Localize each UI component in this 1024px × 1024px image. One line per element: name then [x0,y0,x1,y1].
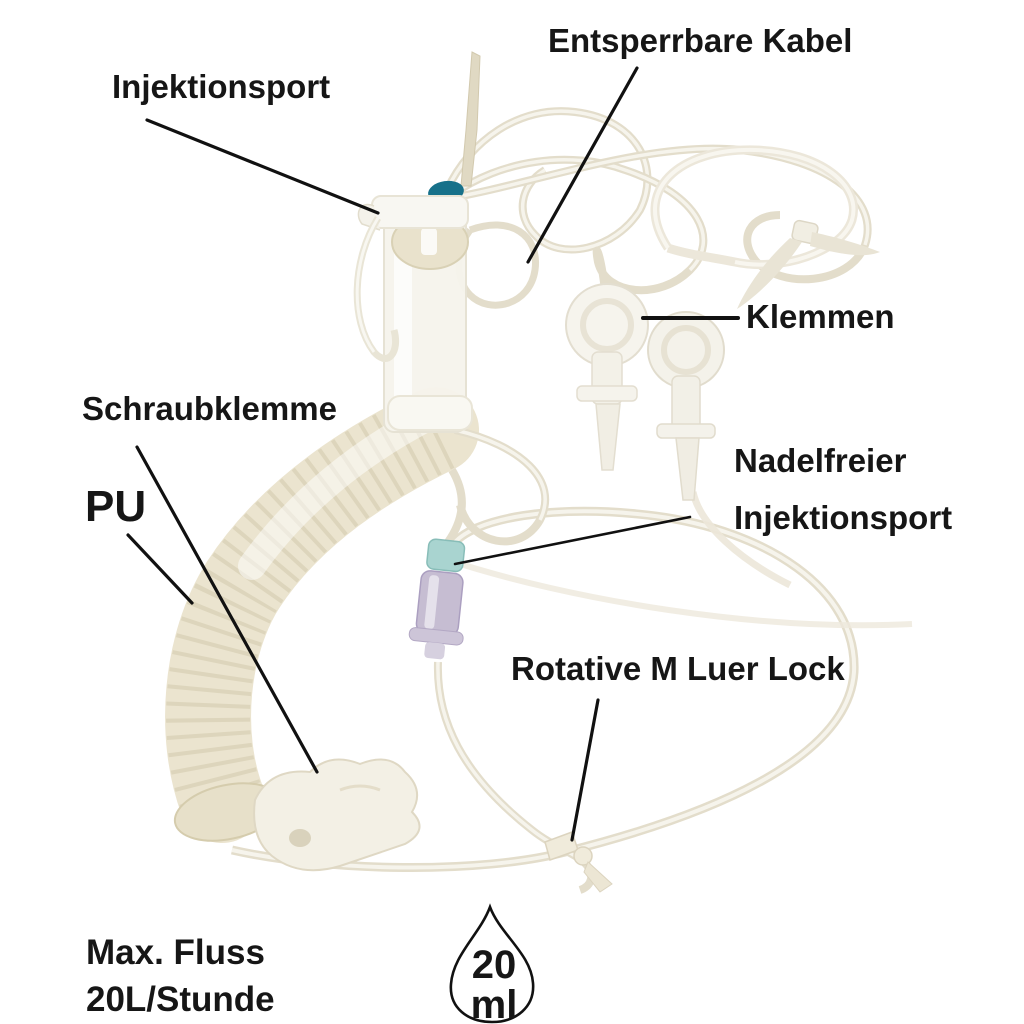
spike [460,51,481,187]
drop-icon [449,903,535,1024]
label-needle-free-line2: Injektionsport [734,499,953,536]
label-needle-free-line1: Nadelfreier [734,442,907,479]
drip-chamber [353,51,481,433]
label-clamps: Klemmen [746,298,895,335]
coiled-pu-tube [165,387,479,843]
port-teal-band [426,538,466,573]
leader-luer-lock [570,698,600,842]
label-pu: PU [85,482,147,531]
leader-pu [126,533,194,605]
roller-clamp-left [565,283,649,471]
port-lavender-body [415,570,464,636]
label-rotative-luer-lock: Rotative M Luer Lock [511,650,845,687]
luer-lock-connector [544,831,613,893]
chamber-cap [371,195,469,229]
label-injection-port: Injektionsport [112,68,331,105]
drop-volume-unit: ml [470,983,518,1024]
screw-clamp [253,758,421,872]
roller-clamp-right [647,311,725,501]
label-max-flow-line2: 20L/Stunde [86,980,275,1019]
label-releasable-cables: Entsperrbare Kabel [548,22,853,59]
leader-lines [126,66,740,842]
leader-injection-port [145,118,380,215]
leader-screw-clamp [135,445,319,774]
cable-tie [650,145,880,309]
needle-free-port-connector [408,538,466,660]
leader-releasable-cables [526,66,639,264]
label-max-flow-line1: Max. Fluss [86,933,265,972]
label-screw-clamp: Schraubklemme [82,390,337,427]
drop-volume-value: 20 [471,943,517,987]
leader-needle-free-port [453,515,692,566]
